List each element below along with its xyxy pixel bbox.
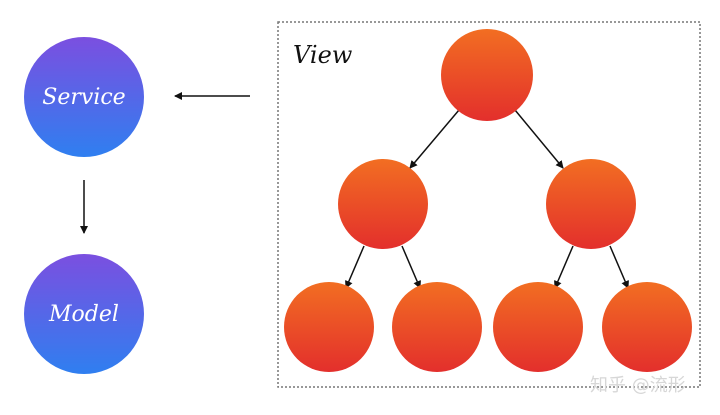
tree-edge — [554, 245, 574, 289]
service-node: Service — [24, 37, 144, 157]
model-node: Model — [24, 254, 144, 374]
view-leaf-node — [602, 282, 692, 372]
model-label: Model — [48, 302, 119, 327]
view-title: View — [293, 41, 353, 69]
watermark-text: 知乎 @流形 — [590, 375, 686, 396]
tree-edge — [345, 245, 365, 289]
view-leaf-node — [392, 282, 482, 372]
tree-edge — [609, 245, 629, 289]
view-container: View — [277, 21, 701, 388]
view-root-node — [441, 29, 533, 121]
view-left-child-node — [338, 159, 428, 249]
tree-edge — [401, 245, 421, 289]
tree-edge — [409, 109, 460, 169]
tree-edge — [514, 109, 564, 169]
view-leaf-node — [493, 282, 583, 372]
service-label: Service — [42, 85, 125, 110]
view-right-child-node — [546, 159, 636, 249]
view-leaf-node — [284, 282, 374, 372]
